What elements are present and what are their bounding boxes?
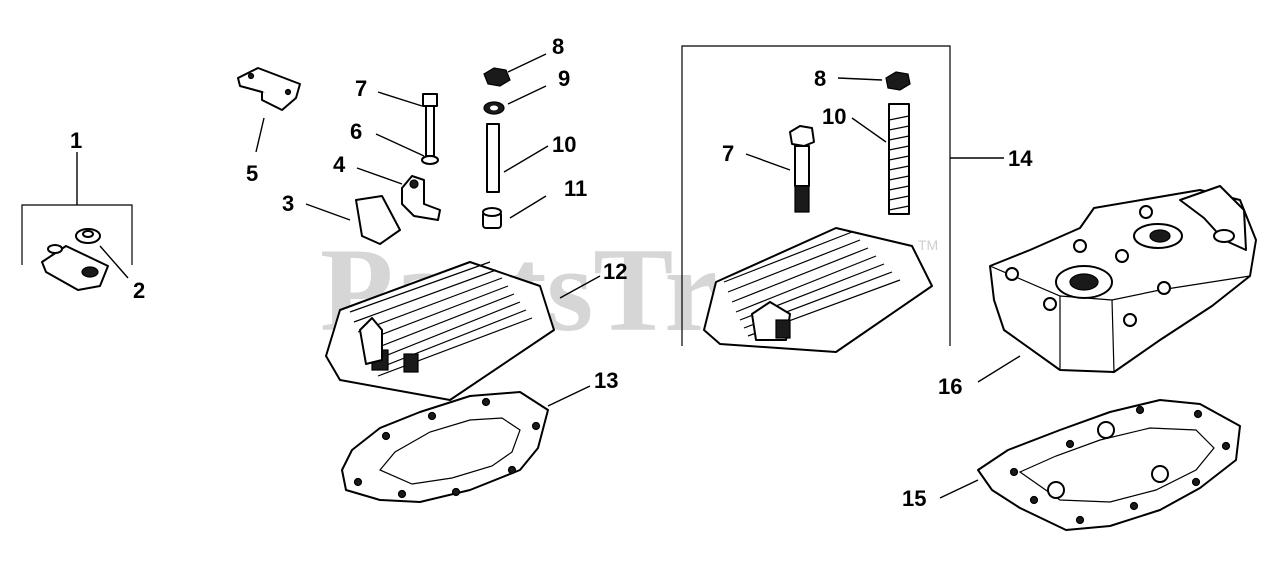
callout-7-right[interactable]: 7 (722, 141, 734, 166)
part-13-head-gasket (341, 385, 591, 503)
callout-2[interactable]: 2 (133, 278, 145, 303)
callout-6[interactable]: 6 (350, 119, 362, 144)
part-12-cylinder-head (325, 261, 601, 401)
part-6-washer (375, 133, 439, 165)
callout-12[interactable]: 12 (603, 259, 627, 284)
part-14-cylinder-head (703, 227, 933, 353)
callout-13[interactable]: 13 (594, 368, 618, 393)
part-9-lock-washer (483, 85, 547, 115)
callout-5[interactable]: 5 (246, 161, 258, 186)
callout-16[interactable]: 16 (938, 374, 962, 399)
part-11-spacer (482, 195, 547, 229)
part-14-kit-bracket (681, 45, 1004, 346)
callout-15[interactable]: 15 (902, 486, 926, 511)
callout-14[interactable]: 14 (1008, 146, 1033, 171)
callout-9[interactable]: 9 (558, 66, 570, 91)
callout-10-left[interactable]: 10 (552, 132, 576, 157)
part-8-nut-right (837, 71, 911, 91)
part-8-nut-left (483, 53, 547, 87)
part-10-stud-left (486, 123, 549, 193)
part-15-head-gasket (939, 399, 1241, 531)
part-2-breather-plate (41, 228, 129, 291)
callout-7-left[interactable]: 7 (355, 76, 367, 101)
watermark-trademark: TM (918, 237, 938, 253)
callout-3[interactable]: 3 (282, 191, 294, 216)
part-7-bolt-left (377, 91, 438, 157)
callout-8-right[interactable]: 8 (814, 66, 826, 91)
part-4-bracket (356, 167, 441, 221)
part-16-cylinder-head (977, 185, 1257, 383)
callout-8-left[interactable]: 8 (552, 34, 564, 59)
part-3-spacer (305, 195, 401, 245)
part-1-group-bracket (21, 152, 133, 265)
callout-4[interactable]: 4 (333, 152, 346, 177)
callout-11[interactable]: 11 (564, 176, 587, 201)
callout-1[interactable]: 1 (70, 128, 82, 153)
callout-10-right[interactable]: 10 (822, 104, 846, 129)
part-10-stud-right (851, 103, 910, 215)
part-7-bolt-right (745, 125, 815, 213)
part-5-bracket (237, 67, 301, 153)
